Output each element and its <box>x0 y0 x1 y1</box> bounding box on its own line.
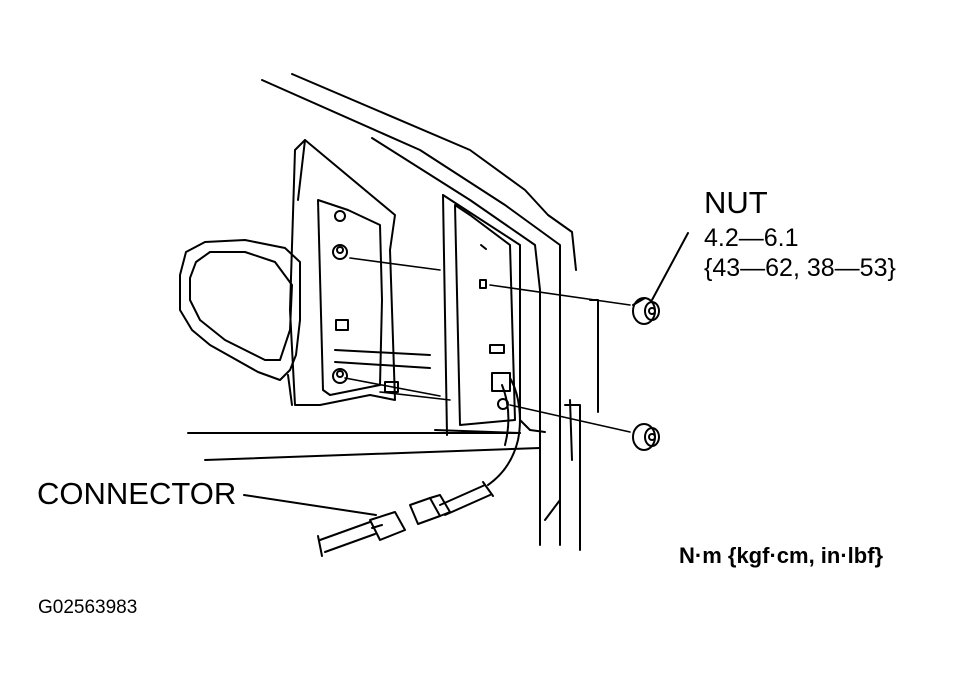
connector-leader-line <box>244 495 376 515</box>
stud-guide-lines <box>345 258 630 432</box>
connector-icon <box>318 482 493 556</box>
door-frame <box>262 74 598 550</box>
nut-torque-nm: 4.2—6.1 <box>704 224 799 252</box>
wiring-harness <box>335 350 520 485</box>
connector-label: CONNECTOR <box>37 476 237 511</box>
nut-leader-line <box>652 233 688 300</box>
door-inner-bracket <box>455 205 515 425</box>
nut-label: NUT <box>704 185 768 220</box>
mirror-housing <box>180 240 300 405</box>
nut-upper-icon <box>633 298 659 324</box>
nut-torque-alt: {43—62, 38—53} <box>704 254 896 282</box>
nut-lower-icon <box>633 424 659 450</box>
torque-units-note: N·m {kgf·cm, in·lbf} <box>679 543 884 568</box>
mirror-base-plate <box>290 140 395 405</box>
figure-code: G02563983 <box>38 597 138 618</box>
door-panel-lines <box>188 430 540 460</box>
